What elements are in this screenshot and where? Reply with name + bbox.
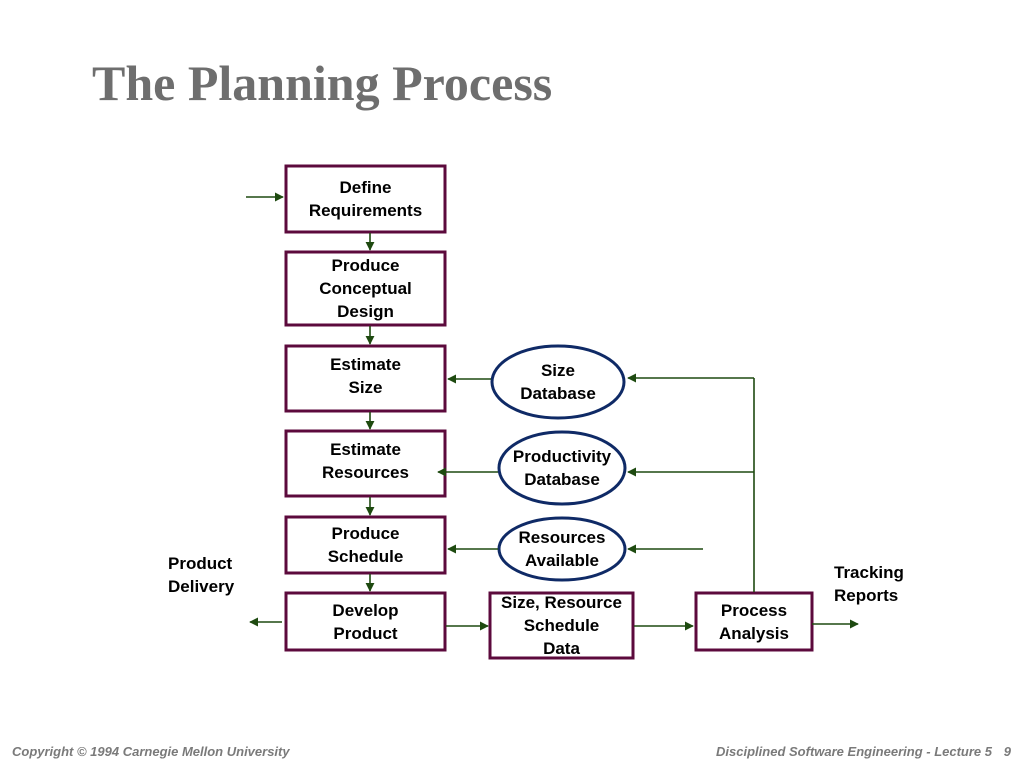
product-delivery-label: Product Delivery bbox=[168, 554, 235, 596]
size-resource-schedule-data-box bbox=[488, 591, 635, 660]
productivity-database-ellipse bbox=[497, 430, 627, 506]
develop-product-box bbox=[284, 591, 447, 652]
produce-schedule-box bbox=[284, 515, 447, 575]
produce-conceptual-design-box bbox=[284, 250, 447, 327]
estimate-resources-box bbox=[284, 429, 447, 498]
footer-copyright: Copyright © 1994 Carnegie Mellon Univers… bbox=[12, 744, 290, 759]
slide-title: The Planning Process bbox=[92, 55, 553, 111]
footer-page-number: 9 bbox=[1003, 744, 1011, 759]
define-requirements-box bbox=[284, 164, 447, 234]
size-database-ellipse bbox=[490, 344, 626, 420]
footer-course: Disciplined Software Engineering - Lectu… bbox=[716, 744, 992, 759]
estimate-size-box bbox=[284, 344, 447, 413]
process-analysis-box bbox=[694, 591, 814, 652]
tracking-reports-label: Tracking Reports bbox=[834, 563, 904, 605]
resources-available-ellipse bbox=[497, 516, 627, 582]
